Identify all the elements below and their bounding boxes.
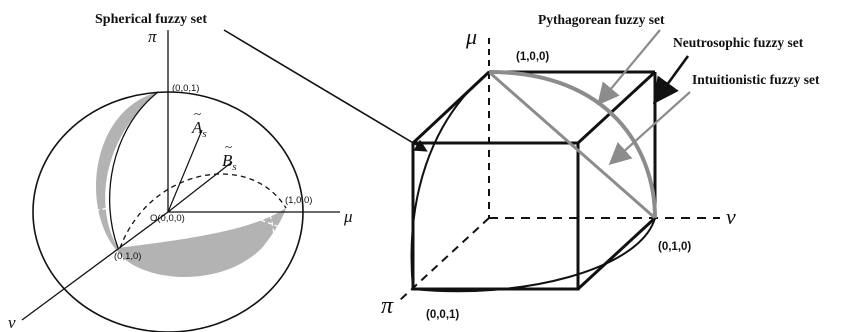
vector-a — [167, 129, 203, 213]
vector-b-label: Bs — [222, 151, 237, 173]
cube-edge-br — [576, 216, 657, 291]
sphere-axis-nu: ν — [8, 313, 16, 332]
cube-point-010: (0,1,0) — [658, 241, 691, 253]
sphere-dashed-arc — [119, 173, 287, 249]
spherical-curve-bottom — [412, 217, 656, 293]
sphere-axis-mu: μ — [343, 207, 353, 226]
pythagorean-arrow — [597, 29, 661, 106]
cube-axis-pi: π — [381, 293, 394, 319]
cube-point-100: (1,0,0) — [516, 51, 549, 63]
spherical-curve-left — [410, 71, 490, 290]
cube-point-001: (0,0,1) — [426, 309, 459, 321]
sphere-origin: O(0,0,0) — [150, 213, 185, 224]
neutrosophic-title: Neutrosophic fuzzy set — [673, 35, 804, 50]
pythagorean-title: Pythagorean fuzzy set — [538, 12, 665, 27]
cube-axis-nu: ν — [726, 204, 736, 229]
spherical-connector — [223, 29, 428, 152]
spherical-diagram: π μ ν (0,0,1) (1,0,0) (0,1,0) O(0,0,0) A… — [8, 27, 353, 332]
nu-axis — [21, 211, 169, 321]
cube-front-face — [411, 141, 580, 291]
crescent-inner-curve — [109, 91, 159, 249]
sphere-white-dashed-arc — [51, 203, 287, 231]
cube-hidden-pi-axis — [399, 217, 490, 301]
sphere-point-010: (0,1,0) — [114, 251, 141, 262]
cube-edge-tr — [576, 70, 657, 145]
pythagorean-arc — [488, 70, 657, 219]
vector-a-tilde: ~ — [194, 106, 201, 121]
vector-b — [167, 161, 233, 213]
sphere-dashed-meridian — [244, 214, 275, 301]
cube-diagram: μ ν π (1,0,0) (0,1,0) (0,0,1) — [381, 24, 736, 321]
cube-axis-mu: μ — [465, 24, 477, 49]
sphere-axis-pi: π — [148, 27, 157, 46]
vector-a-label: As — [191, 118, 207, 140]
sphere-point-100: (1,0,0) — [285, 195, 312, 206]
intuitionistic-line — [488, 70, 656, 220]
sphere-shaded-region — [96, 92, 286, 278]
intuitionistic-title: Intuitionistic fuzzy set — [692, 72, 820, 87]
sphere-point-001: (0,0,1) — [172, 83, 199, 94]
neutrosophic-arrow — [652, 55, 690, 105]
spherical-title: Spherical fuzzy set — [95, 12, 207, 27]
intuitionistic-arrow — [608, 91, 691, 165]
vector-b-tilde: ~ — [225, 139, 232, 154]
